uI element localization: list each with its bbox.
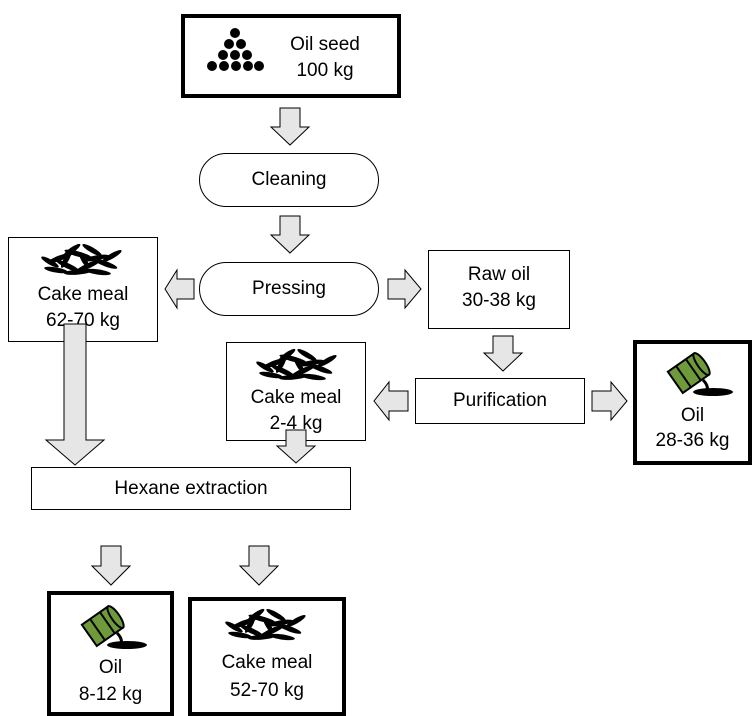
oil-purif-name: Oil (680, 405, 705, 426)
seed-pile-icon (207, 28, 264, 71)
arrow-purification-to-cake-meal (373, 380, 409, 422)
arrow-hexane-to-cake-meal (238, 545, 280, 586)
oil-purif-amount: 28-36 kg (655, 430, 730, 451)
arrow-seed-to-cleaning (269, 107, 311, 146)
arrow-pressing-to-raw-oil (387, 268, 422, 310)
oil-drum-icon (666, 351, 733, 396)
arrow-cake-meal-to-hexane-long (44, 323, 106, 466)
purification-label: Purification (453, 390, 547, 411)
cake-meal-press-name: Cake meal (37, 284, 129, 305)
raw-oil-amount: 30-38 kg (462, 290, 536, 311)
cake-meal-final-box (188, 597, 346, 716)
hexane-extraction-box (31, 467, 351, 510)
purification-box (415, 378, 585, 424)
arrow-hexane-to-oil (90, 545, 132, 586)
oil-seed-amount: 100 kg (296, 60, 354, 81)
arrow-pressing-to-cake-meal (164, 268, 195, 310)
cleaning-box (199, 153, 379, 207)
arrow-cleaning-to-pressing (269, 215, 311, 254)
cake-meal-final-name: Cake meal (221, 652, 313, 673)
arrow-raw-oil-to-purification (482, 335, 524, 372)
cake-meal-icon (256, 348, 337, 381)
oil-seed-name: Oil seed (290, 34, 360, 55)
cake-meal-icon (225, 608, 306, 641)
raw-oil-name: Raw oil (467, 264, 531, 285)
raw-oil-box (428, 250, 570, 329)
oil-final-amount: 8-12 kg (78, 684, 143, 705)
arrow-purification-to-oil (591, 380, 628, 422)
oil-final-name: Oil (98, 657, 123, 678)
cake-meal-purif-amount: 2-4 kg (269, 413, 323, 434)
pressing-label: Pressing (252, 278, 326, 299)
hexane-extraction-label: Hexane extraction (114, 478, 268, 499)
cake-meal-icon (41, 243, 122, 276)
oil-seed-box (181, 14, 401, 98)
pressing-box (199, 262, 379, 316)
arrow-cake-meal-2-4-to-hexane (275, 429, 317, 464)
cake-meal-final-amount: 52-70 kg (230, 680, 304, 701)
oil-drum-icon (80, 604, 147, 649)
cleaning-label: Cleaning (251, 169, 327, 190)
cake-meal-purif-name: Cake meal (250, 387, 342, 408)
